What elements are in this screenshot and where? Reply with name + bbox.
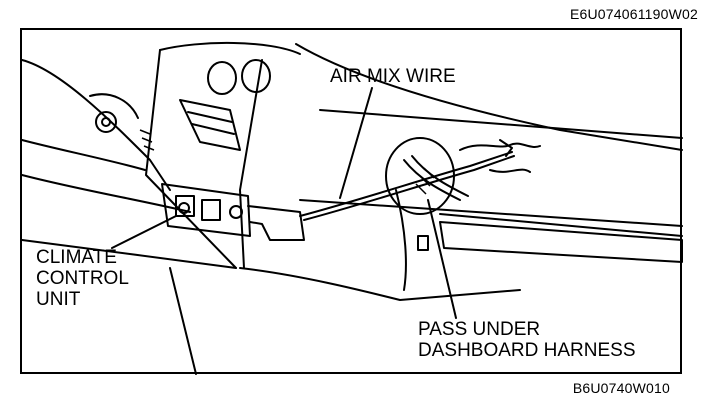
label-climate-line-1: CLIMATE xyxy=(36,247,117,268)
leader-air-mix xyxy=(339,87,373,199)
vent-top xyxy=(179,99,241,151)
center-stack-left xyxy=(145,49,237,269)
control-unit-screw xyxy=(229,205,243,219)
dash-mid-line xyxy=(299,199,683,227)
label-pass-line-1: PASS UNDER xyxy=(418,319,541,340)
wire-squiggle xyxy=(459,142,541,151)
glovebox-outline xyxy=(439,221,683,263)
console-lower-1 xyxy=(21,174,191,213)
dash-top-line xyxy=(319,109,683,139)
wire-squiggle-2 xyxy=(489,168,531,173)
control-unit-knob-1 xyxy=(175,195,195,217)
air-mix-wire-cable-2 xyxy=(303,155,515,221)
gauge-right xyxy=(241,59,271,93)
steering-hub-inner xyxy=(101,117,111,127)
label-pass-line-2: DASHBOARD HARNESS xyxy=(418,340,636,361)
harness-bundle xyxy=(403,159,461,201)
label-pass-under-harness: PASS UNDER DASHBOARD HARNESS xyxy=(418,319,636,361)
harness-bundle-2 xyxy=(411,155,469,197)
steering-column-outline xyxy=(21,59,171,191)
console-lower-2 xyxy=(21,239,237,269)
control-unit-screw-2 xyxy=(178,202,190,214)
dash-bottom-curve xyxy=(239,267,521,301)
connector-small xyxy=(499,139,513,157)
dash-upper-edge xyxy=(295,43,683,151)
console-lower-3 xyxy=(169,267,197,375)
illustration-frame xyxy=(20,28,682,374)
unit-bracket xyxy=(247,205,305,241)
control-unit-knob-2 xyxy=(201,199,221,221)
shade-hatch-2 xyxy=(415,167,435,195)
knee-panel xyxy=(395,189,407,291)
figure-code-bottom: B6U0740W010 xyxy=(572,380,670,396)
control-unit-body xyxy=(161,183,251,237)
steering-wheel-arc xyxy=(89,93,139,119)
gauge-left xyxy=(207,61,237,95)
dash-lower-line xyxy=(439,213,683,237)
vent-fins xyxy=(187,111,235,135)
label-climate-line-2: CONTROL xyxy=(36,268,129,289)
leader-pass xyxy=(427,199,457,319)
air-mix-wire-cable xyxy=(299,151,513,217)
figure-code-top: E6U074061190W02 xyxy=(569,6,698,22)
leader-climate xyxy=(111,215,177,249)
steering-column-lower xyxy=(21,139,146,171)
shade-hatch-1 xyxy=(139,129,155,151)
duct-oval xyxy=(385,137,455,215)
label-climate-line-3: UNIT xyxy=(36,289,81,310)
cluster-hood xyxy=(159,41,301,55)
label-climate-control-unit: CLIMATE CONTROL UNIT xyxy=(36,247,129,310)
small-clip xyxy=(417,235,429,251)
center-stack-right xyxy=(239,59,263,269)
label-air-mix-wire: AIR MIX WIRE xyxy=(330,66,456,87)
steering-hub xyxy=(95,111,117,133)
